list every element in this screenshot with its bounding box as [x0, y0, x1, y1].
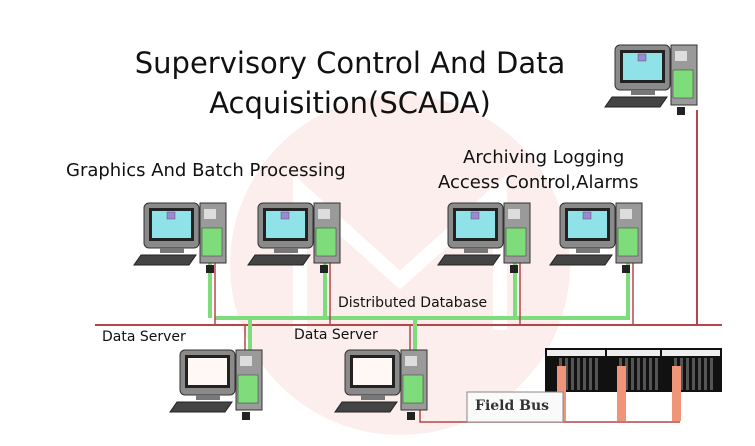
keyboard-icon	[169, 401, 233, 413]
screen-window-icon	[582, 211, 592, 220]
plc-cable	[672, 366, 681, 421]
plc-slot	[680, 358, 683, 390]
title-line-1: Supervisory Control And Data	[134, 46, 566, 80]
plc-slot	[704, 358, 707, 390]
workstation-archiving-2	[549, 202, 643, 273]
plc-rack-top	[607, 350, 665, 356]
plc-slot	[565, 358, 568, 390]
plc-slot	[692, 358, 695, 390]
tower-network-card	[237, 374, 259, 404]
plc-slot	[698, 358, 701, 390]
plc-rack-2	[605, 348, 667, 421]
field-bus-box	[466, 391, 564, 423]
mouse-icon	[320, 265, 328, 273]
tower-network-card	[505, 227, 527, 257]
plc-slot	[637, 358, 640, 390]
tower-network-card	[315, 227, 337, 257]
data-server-label-1: Data Server	[102, 329, 186, 345]
data-server-2	[334, 349, 428, 420]
monitor-stand	[631, 90, 655, 95]
tower-network-card	[402, 374, 424, 404]
workstation-graphics-2	[247, 202, 341, 273]
data-server-1	[169, 349, 263, 420]
screen-window-icon	[470, 211, 480, 220]
plc-slot	[643, 358, 646, 390]
monitor-screen	[188, 358, 227, 385]
keyboard-icon	[604, 96, 668, 108]
keyboard-icon	[133, 254, 197, 266]
monitor-screen	[353, 358, 392, 385]
right-heading-line-1: Archiving Logging	[463, 147, 625, 168]
mouse-icon	[677, 107, 685, 115]
workstation-remote	[604, 44, 698, 115]
plc-slot	[577, 358, 580, 390]
data-server-label-2: Data Server	[294, 327, 378, 343]
mouse-icon	[510, 265, 518, 273]
plc-slot	[589, 358, 592, 390]
tower-network-card	[672, 69, 694, 99]
nodes	[133, 44, 722, 423]
keyboard-icon	[334, 401, 398, 413]
plc-rack-3	[660, 348, 722, 421]
tower-drive	[620, 209, 632, 219]
plc-slot	[686, 358, 689, 390]
plc-slot	[649, 358, 652, 390]
monitor-stand	[274, 248, 298, 253]
tower-drive	[240, 356, 252, 366]
plc-slot	[571, 358, 574, 390]
screen-window-icon	[637, 53, 647, 62]
tower-drive	[508, 209, 520, 219]
plc-slot	[631, 358, 634, 390]
screen-window-icon	[166, 211, 176, 220]
monitor-stand	[464, 248, 488, 253]
mouse-icon	[407, 412, 415, 420]
watermark-logo	[230, 95, 570, 435]
plc-cable	[617, 366, 626, 421]
plc-slot	[625, 358, 628, 390]
tower-drive	[318, 209, 330, 219]
mouse-icon	[242, 412, 250, 420]
title-line-2: Acquisition(SCADA)	[209, 86, 491, 120]
monitor-stand	[361, 395, 385, 400]
keyboard-icon	[549, 254, 613, 266]
plc-slot	[655, 358, 658, 390]
tower-network-card	[617, 227, 639, 257]
keyboard-icon	[437, 254, 501, 266]
tower-network-card	[201, 227, 223, 257]
tower-drive	[204, 209, 216, 219]
plc-slot	[710, 358, 713, 390]
tower-drive	[405, 356, 417, 366]
network-lines	[95, 110, 722, 423]
monitor-stand	[196, 395, 220, 400]
workstation-archiving-1	[437, 202, 531, 273]
plc-rack-top	[662, 350, 720, 356]
tower-drive	[675, 51, 687, 61]
screen-window-icon	[280, 211, 290, 220]
plc-slot	[595, 358, 598, 390]
workstation-graphics-1	[133, 202, 227, 273]
keyboard-icon	[247, 254, 311, 266]
left-heading: Graphics And Batch Processing	[66, 160, 346, 181]
distributed-database-label: Distributed Database	[338, 295, 488, 311]
monitor-stand	[576, 248, 600, 253]
mouse-icon	[622, 265, 630, 273]
monitor-stand	[160, 248, 184, 253]
mouse-icon	[206, 265, 214, 273]
plc-rack-top	[547, 350, 605, 356]
plc-slot	[583, 358, 586, 390]
right-heading-line-2: Access Control,Alarms	[438, 172, 639, 193]
field-bus-label: Field Bus	[475, 398, 550, 414]
